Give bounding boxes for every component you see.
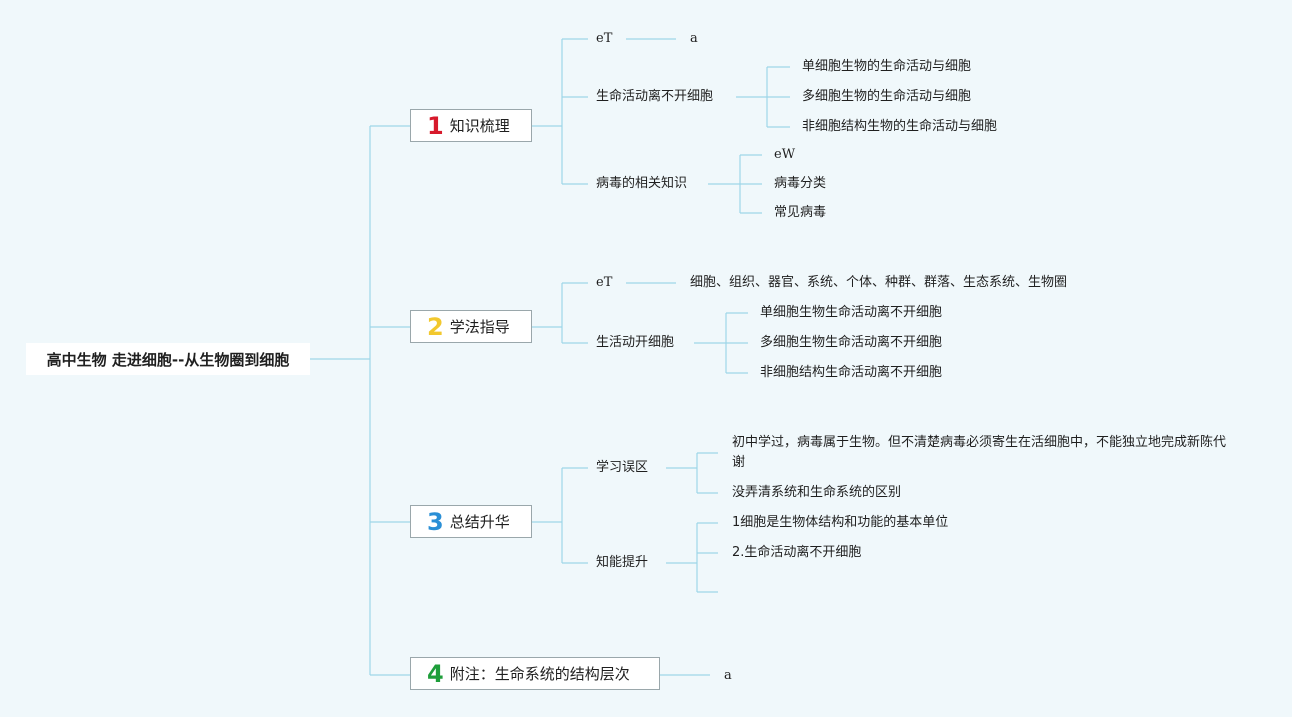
- list-item[interactable]: 病毒分类: [774, 176, 827, 191]
- branch-label: 总结升华: [449, 513, 510, 531]
- list-item[interactable]: 单细胞生物生命活动离不开细胞: [760, 305, 943, 320]
- branch-note[interactable]: 4 附注：生命系统的结构层次: [410, 657, 660, 690]
- leaf-a[interactable]: a: [724, 668, 732, 683]
- list-item[interactable]: 多细胞生物的生命活动与细胞: [802, 89, 972, 104]
- topic-et[interactable]: eT: [596, 31, 613, 46]
- topic-et[interactable]: eT: [596, 275, 613, 290]
- topic-life-activity[interactable]: 生活动开细胞: [596, 335, 675, 350]
- list-item[interactable]: 没弄清系统和生命系统的区别: [732, 485, 902, 500]
- leaf-a[interactable]: a: [690, 31, 698, 46]
- branch-summary[interactable]: 3 总结升华: [410, 505, 532, 538]
- list-item[interactable]: 单细胞生物的生命活动与细胞: [802, 59, 972, 74]
- branch-label: 学法指导: [449, 318, 510, 336]
- branch-label: 知识梳理: [449, 117, 510, 135]
- branch-label: 附注：生命系统的结构层次: [449, 665, 630, 683]
- topic-ability[interactable]: 知能提升: [596, 555, 649, 570]
- list-item[interactable]: 非细胞结构生命活动离不开细胞: [760, 365, 943, 380]
- list-item[interactable]: 多细胞生物生命活动离不开细胞: [760, 335, 943, 350]
- list-item[interactable]: 非细胞结构生物的生命活动与细胞: [802, 119, 998, 134]
- number-3-icon: 3: [427, 507, 444, 536]
- list-item[interactable]: 1细胞是生物体结构和功能的基本单位: [732, 515, 949, 530]
- list-item[interactable]: eW: [774, 147, 796, 162]
- number-1-icon: 1: [427, 111, 444, 140]
- branch-knowledge[interactable]: 1 知识梳理: [410, 109, 532, 142]
- topic-misconceptions[interactable]: 学习误区: [596, 460, 649, 475]
- root-topic[interactable]: 高中生物 走进细胞--从生物圈到细胞: [26, 343, 310, 375]
- branch-study-method[interactable]: 2 学法指导: [410, 310, 532, 343]
- topic-virus[interactable]: 病毒的相关知识: [596, 176, 688, 191]
- list-item[interactable]: 常见病毒: [774, 205, 827, 220]
- number-4-icon: 4: [427, 659, 444, 688]
- number-2-icon: 2: [427, 312, 444, 341]
- list-item[interactable]: 2.生命活动离不开细胞: [732, 545, 862, 560]
- list-item[interactable]: 初中学过，病毒属于生物。但不清楚病毒必须寄生在活细胞中，不能独立地完成新陈代谢: [732, 435, 1227, 470]
- leaf-levels[interactable]: 细胞、组织、器官、系统、个体、种群、群落、生态系统、生物圈: [690, 275, 1068, 290]
- topic-life-activity[interactable]: 生命活动离不开细胞: [596, 89, 714, 104]
